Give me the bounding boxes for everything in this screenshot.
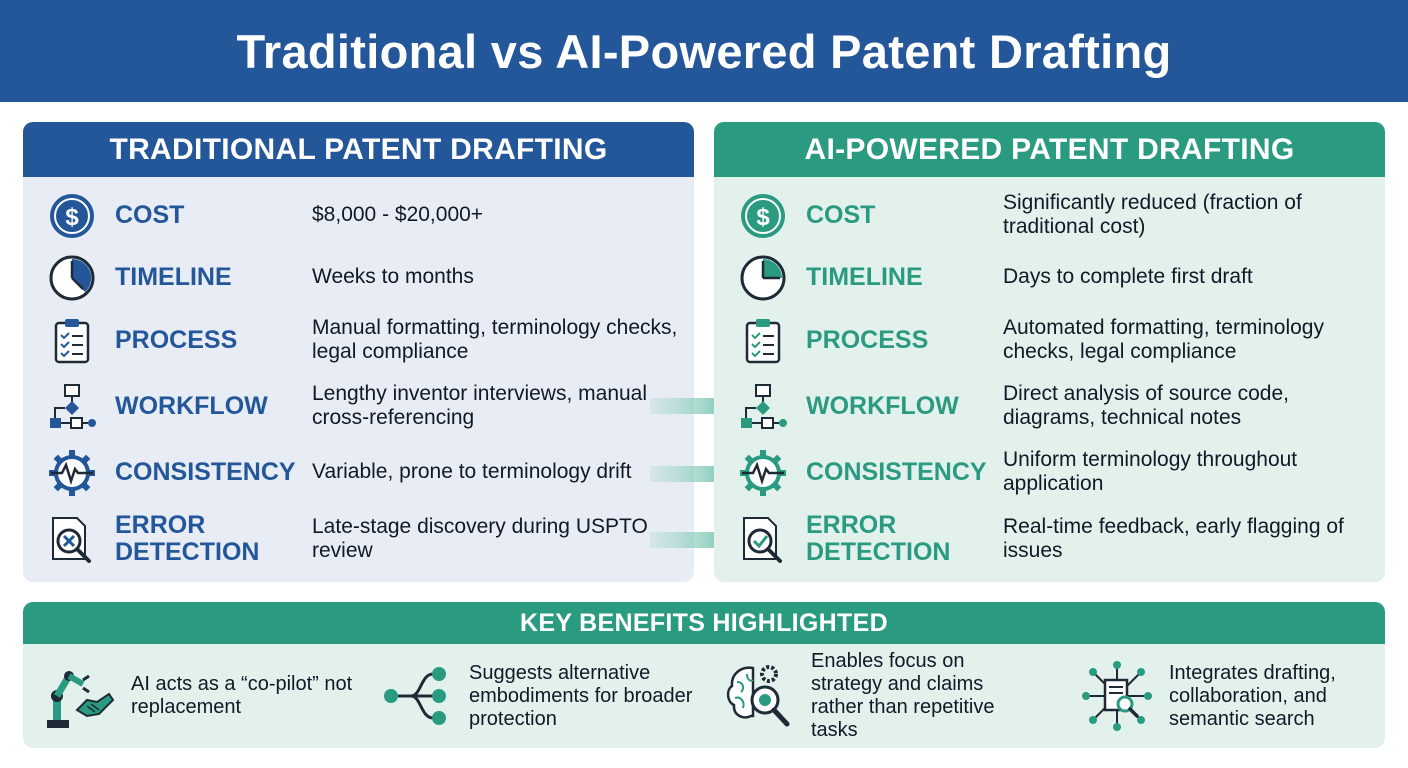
row-description: Late-stage discovery during USPTO review [312, 515, 648, 562]
flowchart-icon [741, 384, 787, 429]
row-description: Real-time feedback, early flagging of is… [1003, 515, 1344, 562]
row-label: ERROR DETECTION [115, 511, 260, 566]
row-description: Manual formatting, terminology checks, l… [312, 316, 678, 363]
benefit-item: AI acts as a “co-pilot” not replacement [43, 644, 363, 748]
row-description: Variable, prone to terminology drift [312, 460, 632, 483]
gear-pulse-icon [49, 450, 95, 496]
dollar-icon: $ [50, 194, 94, 238]
row-description: $8,000 - $20,000+ [312, 203, 484, 226]
document-network-search-icon [1082, 661, 1152, 731]
ai-row-workflow: WORKFLOW Direct analysis of source code,… [714, 376, 1385, 436]
row-label: TIMELINE [115, 262, 232, 291]
dollar-icon: $ [741, 194, 785, 238]
traditional-panel: TRADITIONAL PATENT DRAFTING $ COST $8,00… [23, 122, 694, 582]
traditional-row-workflow: WORKFLOW Lengthy inventor interviews, ma… [23, 376, 694, 436]
row-label: TIMELINE [806, 262, 923, 291]
traditional-row-error-detection: ERROR DETECTION Late-stage discovery dur… [23, 509, 694, 569]
clock-icon [49, 255, 95, 301]
ai-row-timeline: TIMELINE Days to complete first draft [714, 247, 1385, 307]
traditional-row-timeline: TIMELINE Weeks to months [23, 247, 694, 307]
key-benefits-panel: KEY BENEFITS HIGHLIGHTED AI acts as a “c… [23, 602, 1385, 748]
row-label: COST [115, 200, 185, 229]
robot-arm-handshake-icon [47, 671, 115, 728]
gear-pulse-icon [740, 450, 786, 496]
document-magnifier-check-icon [743, 517, 782, 563]
ai-row-error-detection: ERROR DETECTION Real-time feedback, earl… [714, 509, 1385, 569]
benefit-text: Integrates drafting, collaboration, and … [1169, 661, 1336, 730]
row-description: Days to complete first draft [1003, 265, 1253, 288]
traditional-row-process: PROCESS Manual formatting, terminology c… [23, 310, 694, 370]
page-title: Traditional vs AI-Powered Patent Draftin… [236, 24, 1172, 78]
row-description: Uniform terminology throughout applicati… [1003, 448, 1298, 495]
row-description: Significantly reduced (fraction of tradi… [1003, 191, 1302, 238]
benefit-item: Enables focus on strategy and claims rat… [723, 644, 1063, 748]
ai-row-cost: $ COST Significantly reduced (fraction o… [714, 185, 1385, 245]
row-label: CONSISTENCY [115, 457, 296, 486]
branching-nodes-icon [384, 667, 446, 725]
svg-text:$: $ [756, 204, 770, 231]
svg-text:$: $ [65, 204, 79, 231]
ai-row-consistency: CONSISTENCY Uniform terminology througho… [714, 442, 1385, 502]
clipboard-checklist-icon [745, 319, 781, 364]
row-label: WORKFLOW [806, 391, 959, 420]
row-description: Direct analysis of source code, diagrams… [1003, 382, 1289, 429]
ai-heading: AI-POWERED PATENT DRAFTING [714, 122, 1385, 177]
ai-panel: AI-POWERED PATENT DRAFTING $ COST Signif… [714, 122, 1385, 582]
flowchart-icon [50, 384, 96, 429]
brain-gear-magnifier-icon [726, 665, 790, 727]
row-description: Weeks to months [312, 265, 474, 288]
row-label: COST [806, 200, 876, 229]
traditional-heading: TRADITIONAL PATENT DRAFTING [23, 122, 694, 177]
row-description: Lengthy inventor interviews, manual cros… [312, 382, 648, 429]
row-label: WORKFLOW [115, 391, 268, 420]
row-description: Automated formatting, terminology checks… [1003, 316, 1324, 363]
benefit-text: Suggests alternative embodiments for bro… [469, 661, 693, 730]
clipboard-checklist-icon [54, 319, 90, 364]
document-magnifier-x-icon [52, 517, 91, 563]
key-benefits-heading: KEY BENEFITS HIGHLIGHTED [23, 602, 1385, 644]
title-banner: Traditional vs AI-Powered Patent Draftin… [0, 0, 1408, 102]
ai-row-process: PROCESS Automated formatting, terminolog… [714, 310, 1385, 370]
benefit-text: AI acts as a “co-pilot” not replacement [131, 673, 353, 718]
benefit-item: Suggests alternative embodiments for bro… [381, 644, 701, 748]
benefit-item: Integrates drafting, collaboration, and … [1081, 644, 1381, 748]
row-label: ERROR DETECTION [806, 511, 951, 566]
row-label: CONSISTENCY [806, 457, 987, 486]
row-label: PROCESS [806, 325, 929, 354]
benefit-text: Enables focus on strategy and claims rat… [811, 650, 995, 741]
traditional-row-consistency: CONSISTENCY Variable, prone to terminolo… [23, 442, 694, 502]
traditional-row-cost: $ COST $8,000 - $20,000+ [23, 185, 694, 245]
clock-icon [740, 255, 786, 301]
row-label: PROCESS [115, 325, 238, 354]
